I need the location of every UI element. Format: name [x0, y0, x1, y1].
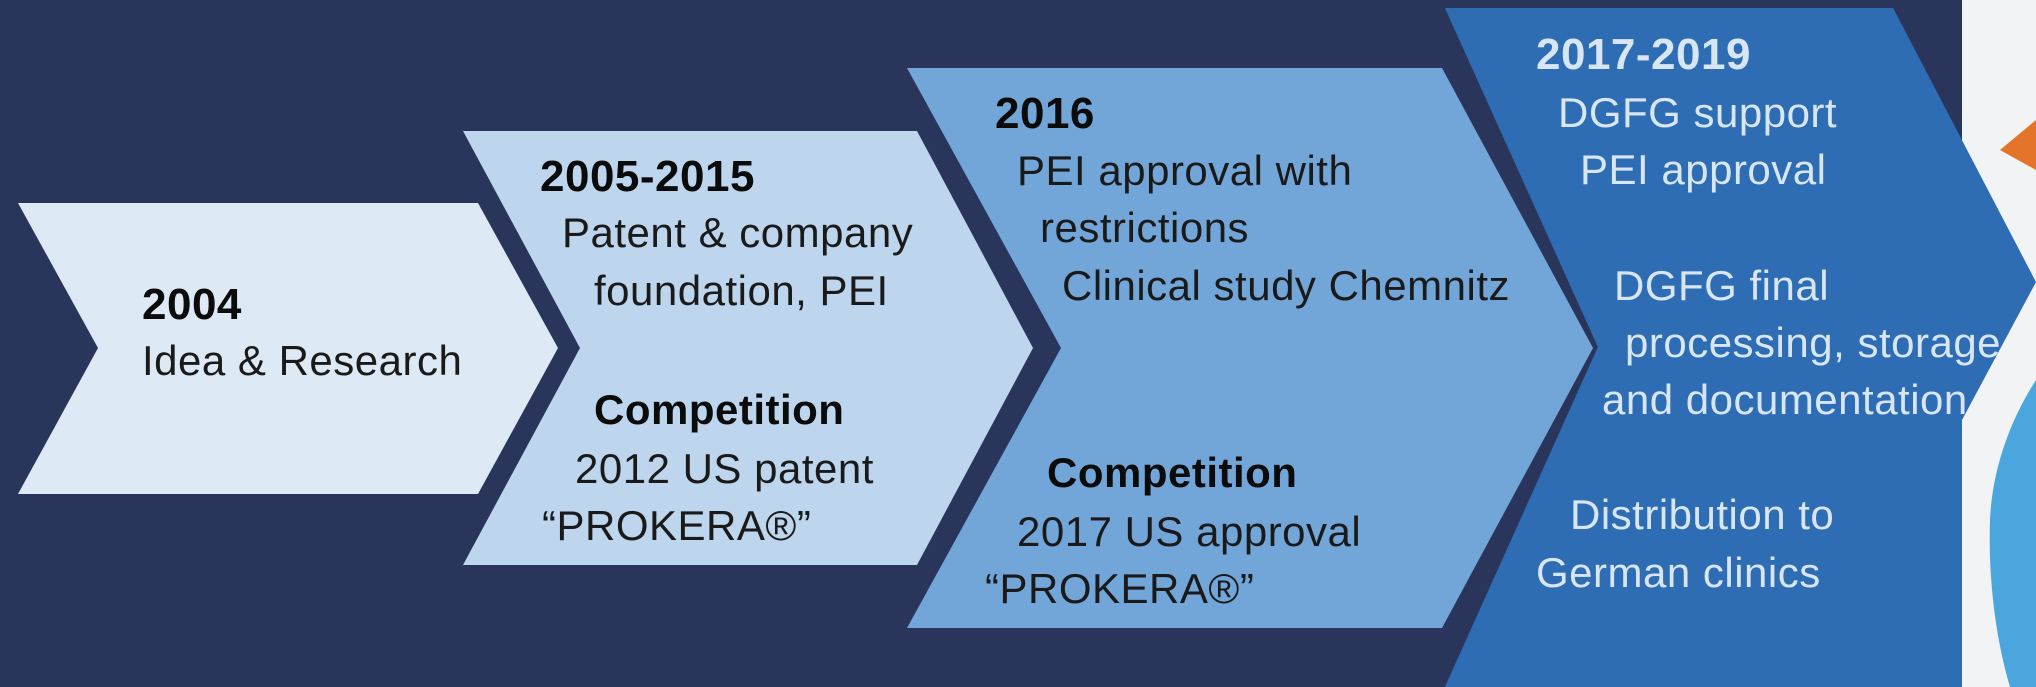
- chevron-step-4-front: [1445, 8, 2036, 687]
- photo-instrument: [2000, 120, 2036, 170]
- step-1-year: 2004: [142, 280, 242, 329]
- step-4-text-line-1: DGFG support: [1558, 89, 1838, 136]
- step-4-text-line-3: DGFG final: [1614, 262, 1830, 309]
- step-2-text-line-1: Patent & company: [562, 209, 914, 256]
- step-2-text-line-2: foundation, PEI: [594, 267, 889, 314]
- step-1-text-line-1: Idea & Research: [142, 337, 463, 384]
- step-4-text-line-5: and documentation: [1602, 376, 1968, 423]
- step-2-competition-heading: Competition: [594, 386, 845, 433]
- step-3-text-line-3: Clinical study Chemnitz: [1062, 262, 1510, 309]
- step-4-text-line-6: Distribution to: [1570, 491, 1835, 538]
- step-3-year: 2016: [995, 89, 1095, 138]
- chevron-step-1: [18, 203, 558, 494]
- step-3-competition-heading: Competition: [1047, 449, 1298, 496]
- step-4-text-line-4: processing, storage: [1625, 319, 2002, 366]
- photo-glove: [1989, 380, 2036, 687]
- step-2-competition-line-2: “PROKERA®”: [542, 502, 812, 549]
- step-3-text-line-2: restrictions: [1040, 204, 1250, 251]
- step-2-competition-line-1: 2012 US patent: [575, 445, 874, 492]
- step-2-year: 2005-2015: [540, 152, 755, 201]
- step-4-year: 2017-2019: [1536, 30, 1751, 79]
- step-4-text-line-2: PEI approval: [1580, 146, 1827, 193]
- chevron-step-2: [463, 131, 1033, 565]
- step-3-competition-line-2: “PROKERA®”: [985, 565, 1255, 612]
- step-3-competition-line-1: 2017 US approval: [1017, 508, 1362, 555]
- chevron-step-3: [907, 68, 1593, 628]
- step-3-text-line-1: PEI approval with: [1017, 147, 1353, 194]
- step-4-text-line-7: German clinics: [1536, 549, 1821, 596]
